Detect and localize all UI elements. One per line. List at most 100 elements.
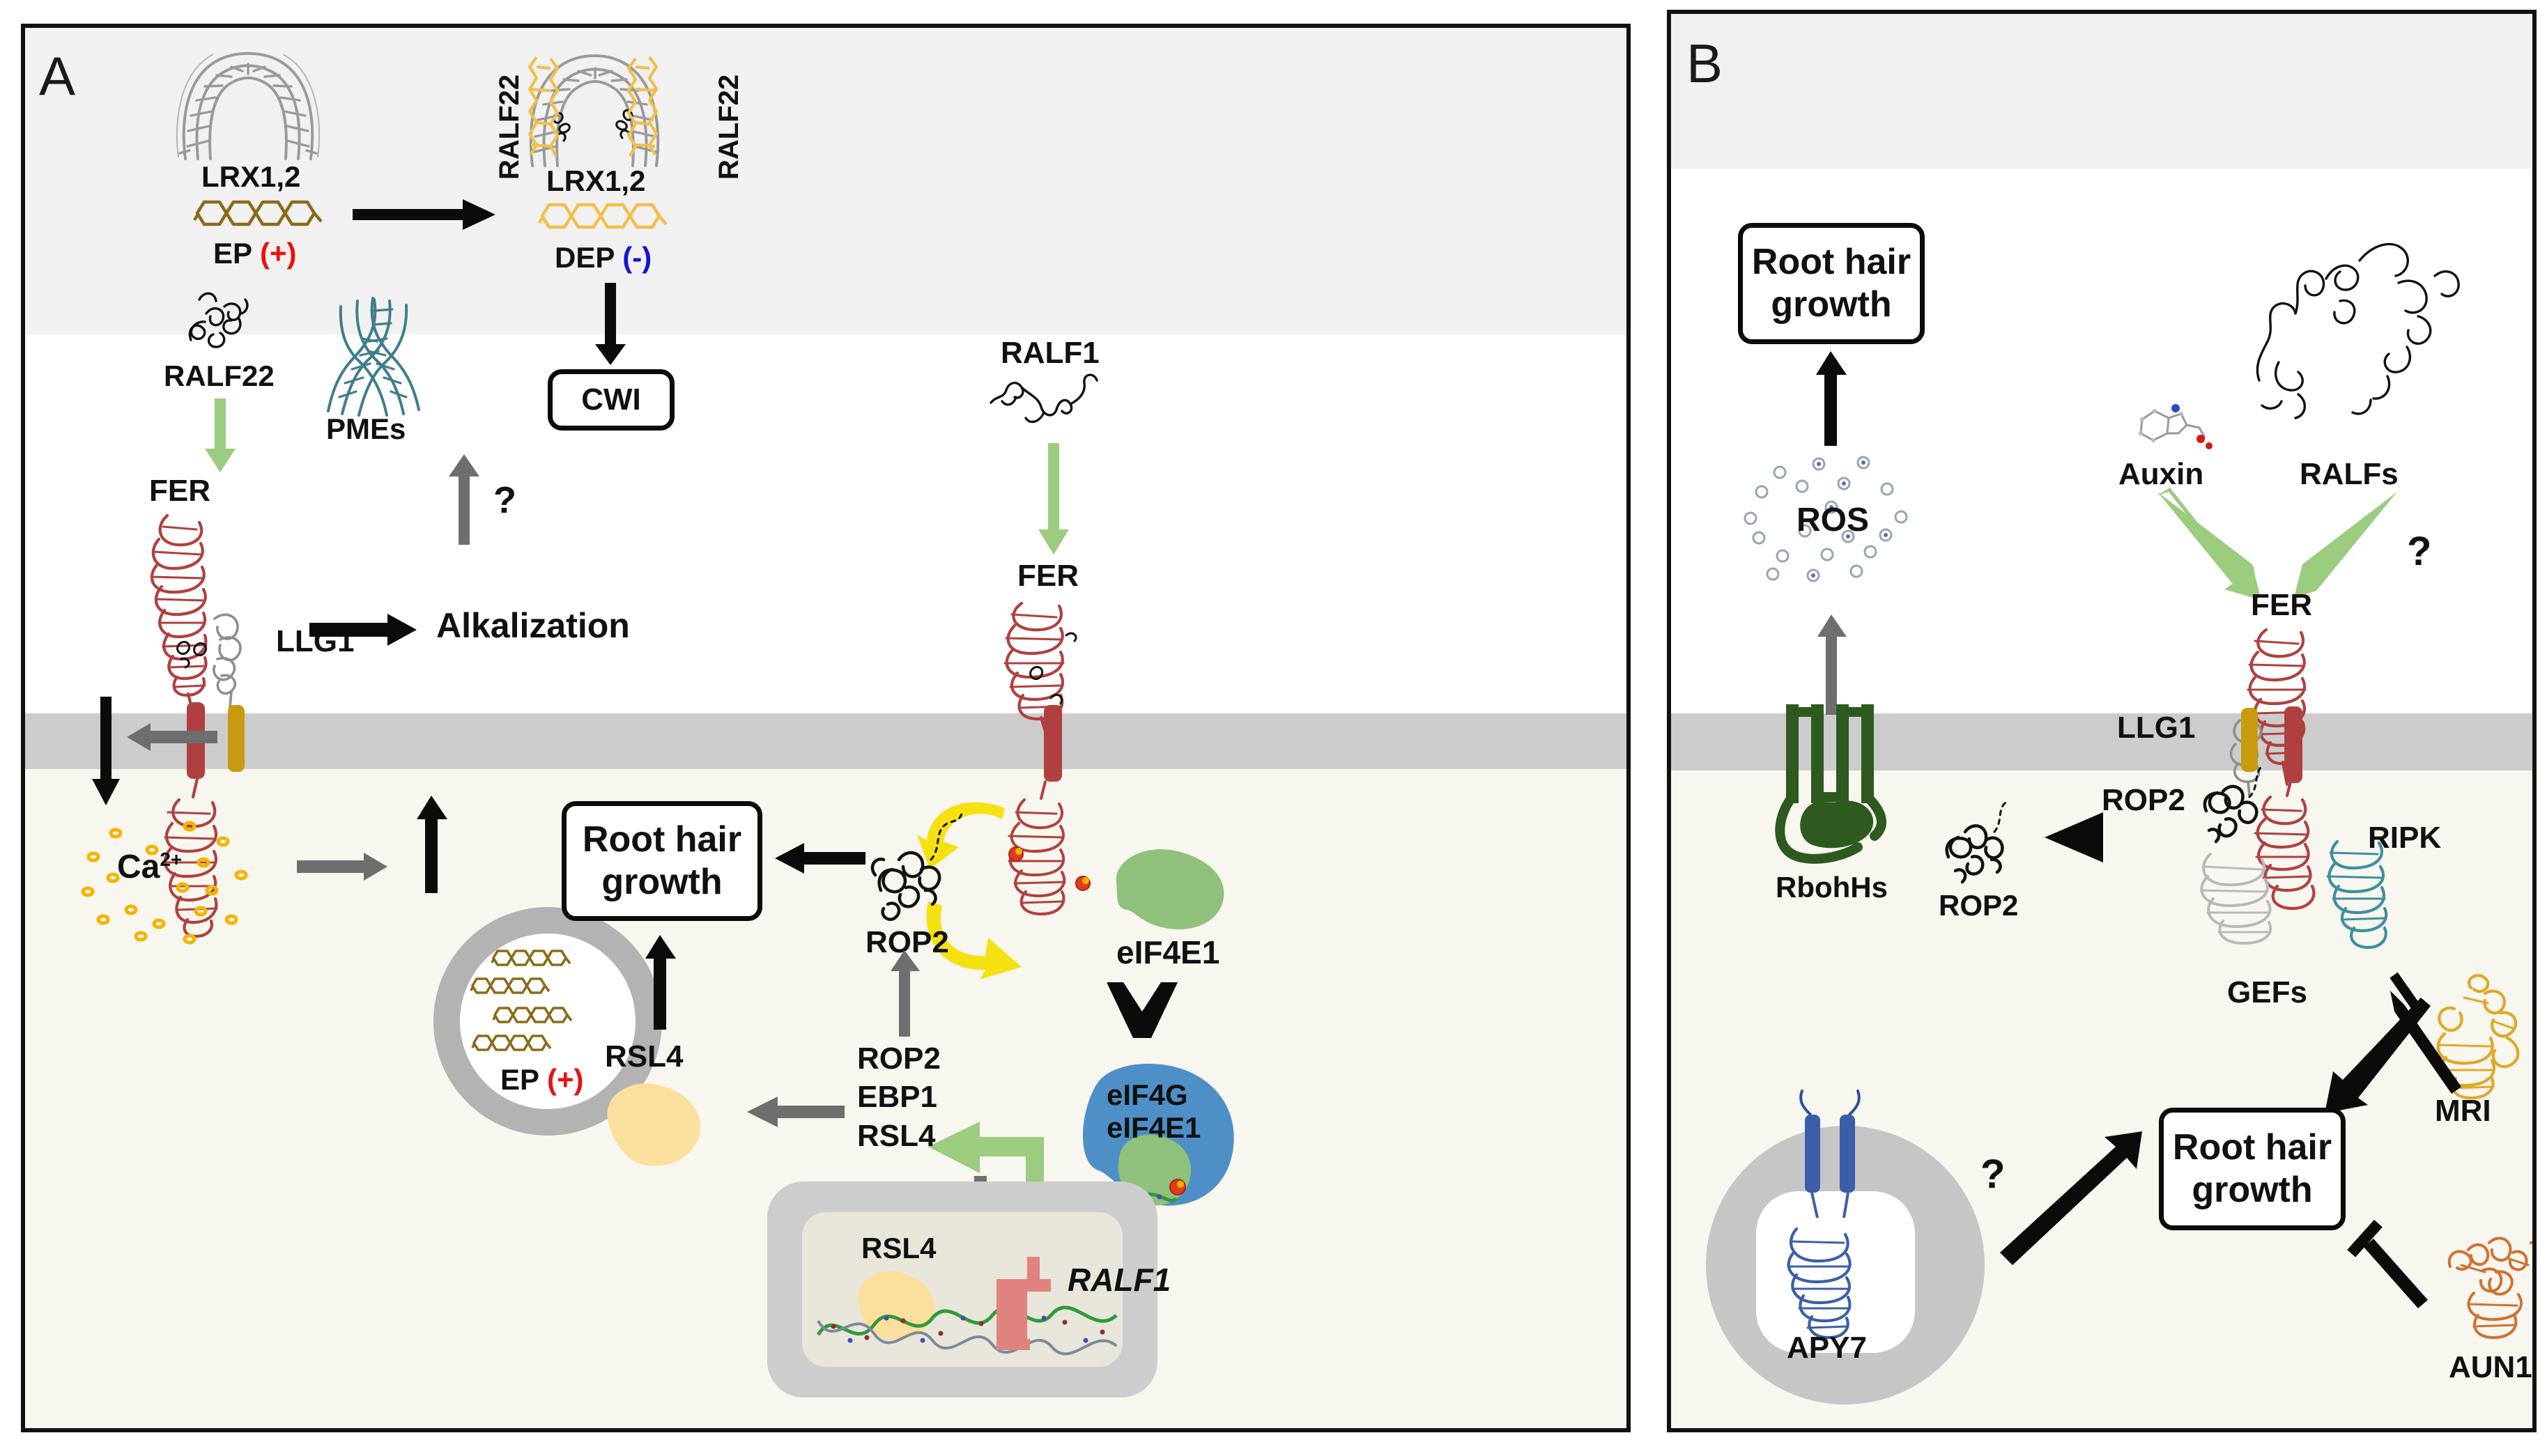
ros-label: ROS	[1796, 502, 1870, 539]
ep-plus-wall-label: EP (+)	[213, 237, 297, 270]
fer-right-tm-helix	[1044, 705, 1062, 782]
rsl4-cyto-label: RSL4	[605, 1039, 684, 1074]
rsl4-nucleus-label: RSL4	[861, 1232, 937, 1264]
fer-b-tm-helix	[2284, 706, 2302, 783]
auxin-molecule-structure	[2139, 404, 2213, 449]
root-hair-growth-box-a: Root hair growth	[562, 801, 762, 921]
dep-minus-label: DEP (-)	[555, 241, 652, 274]
ralfs-peptide-structure	[2256, 242, 2460, 419]
rop2-membrane-label: ROP2	[1939, 889, 2019, 922]
panel-a-apoplast-band	[25, 28, 1626, 334]
arrow-ralf22-to-fer	[205, 398, 236, 472]
ep-vesicle-pectin-chains	[470, 950, 573, 1051]
question-ralfs-label: ?	[2407, 529, 2432, 574]
fer-left-protein-structure	[150, 513, 242, 713]
fer-left-kinase-domain	[163, 777, 218, 938]
eif4e1-blob	[1116, 849, 1224, 930]
pectin-dep-chain-right	[538, 203, 668, 229]
aun12-label: AUN1,2	[2449, 1350, 2532, 1384]
gefs-label: GEFs	[2227, 975, 2307, 1009]
panel-a: A LRX1,2	[21, 24, 1631, 1432]
arrow-rsl4-to-growth	[645, 935, 676, 1030]
arrow-apy7-to-growth	[2000, 1131, 2142, 1265]
ralfs-label: RALFs	[2300, 457, 2399, 491]
ralf22-right-bound-label: RALF22	[714, 74, 745, 180]
fer-left-label: FER	[149, 474, 210, 508]
arrow-membrane-leftward	[127, 723, 217, 751]
arrow-fer-to-alkalization	[309, 614, 417, 646]
panel-a-membrane-band	[25, 713, 1626, 769]
arrow-ralf1-to-fer	[1038, 443, 1069, 555]
rop2-upper-label: ROP2	[865, 925, 949, 959]
root-hair-growth-box-b-top: Root hair growth	[1738, 223, 1925, 344]
panel-a-cellwall-band	[25, 334, 1626, 713]
arrow-rbohs-to-ros	[1817, 614, 1847, 715]
mri-inhibition-tbar	[2390, 972, 2461, 1094]
calcium-ion-cloud	[81, 821, 248, 945]
ralf1-gene-label: RALF1	[1068, 1262, 1171, 1298]
arrow-vesicle-secretion	[417, 796, 447, 893]
fer-right-label: FER	[1017, 559, 1079, 593]
fer-right-kinase-domain	[1008, 780, 1091, 916]
arrow-rop2-to-growth	[775, 843, 865, 874]
rsl4-cyto-blob	[607, 1083, 700, 1166]
nuclear-dna-strand	[816, 1306, 1118, 1356]
autophosphorylation-arrow-lower	[926, 901, 1022, 979]
llg1-b-label: LLG1	[2117, 711, 2196, 745]
lrx12-right-label: LRX1,2	[546, 164, 646, 197]
arrow-rop2-to-rbohs	[2045, 812, 2103, 862]
lrx12-left-label: LRX1,2	[201, 160, 301, 193]
rbohs-protein	[1775, 704, 1886, 864]
ralf22-free-label: RALF22	[164, 359, 275, 392]
llg1-b-gpi-anchor	[2241, 708, 2258, 772]
pmes-label: PMEs	[326, 412, 406, 445]
arrow-factors-to-rsl4	[747, 1097, 845, 1127]
fer-b-label: FER	[2251, 588, 2312, 622]
llg1-left-gpi-anchor	[228, 705, 245, 772]
rbohs-label: RbohHs	[1776, 871, 1888, 904]
panel-b-apoplast-band	[1671, 14, 2532, 169]
lrx12-horseshoe-right-structure	[528, 54, 660, 167]
arrow-alkalization-to-pmes	[449, 454, 479, 545]
arrow-ralfs-to-fer	[2294, 492, 2397, 598]
mri-label: MRI	[2435, 1094, 2491, 1128]
arrow-translation-to-rop2	[891, 950, 920, 1037]
apy7-label: APY7	[1787, 1331, 1867, 1365]
root-hair-growth-box-b-bottom: Root hair growth	[2159, 1108, 2346, 1230]
arrow-eif4e1-to-complex	[1107, 982, 1178, 1038]
ros-cloud	[1744, 456, 1908, 582]
lrx12-horseshoe-left-structure	[176, 52, 321, 160]
panel-a-letter: A	[39, 45, 76, 107]
calcium-label: Ca2+	[117, 849, 183, 885]
panel-b-letter: B	[1686, 33, 1723, 94]
fer-gefs-ripk-cluster	[2200, 765, 2388, 950]
arrow-translation-output	[928, 1122, 1044, 1191]
arrow-calcium-influx	[92, 697, 120, 805]
rop2-upper-structure	[870, 812, 963, 921]
alkalization-label: Alkalization	[436, 606, 630, 645]
mri-protein-structure	[2436, 974, 2520, 1100]
panel-b: B Root hair growth ROS	[1667, 10, 2537, 1432]
rop2-membrane-structure	[1945, 801, 2007, 884]
arrow-dep-to-cwi	[595, 283, 626, 365]
rop2-ebp1-rsl4-label: ROP2 EBP1 RSL4	[857, 1041, 941, 1153]
pectin-ep-chain-left	[193, 200, 323, 226]
arrow-auxin-to-fer	[2156, 488, 2261, 599]
ralf1-peptide-structure	[990, 373, 1098, 424]
auxin-label: Auxin	[2118, 457, 2204, 491]
eif4e1-label: eIF4E1	[1116, 934, 1220, 970]
pmes-protein-structure	[327, 297, 420, 417]
apy7-protein-structure	[1787, 1090, 1861, 1340]
rop2-cyto-label: ROP2	[2102, 783, 2185, 817]
ralf22-free-peptide-structure	[188, 292, 249, 348]
autophosphorylation-arrow-upper	[917, 802, 1005, 869]
question-apy7-label: ?	[1980, 1152, 2006, 1197]
arrow-ros-to-growth	[1816, 351, 1847, 446]
arrow-fer-to-vesicle	[297, 853, 387, 881]
arrow-signal-to-growth-b	[2325, 998, 2431, 1113]
cwi-box: CWI	[548, 369, 675, 431]
aun12-protein-structure	[2447, 1237, 2532, 1340]
ralf1-top-label: RALF1	[1001, 336, 1100, 370]
